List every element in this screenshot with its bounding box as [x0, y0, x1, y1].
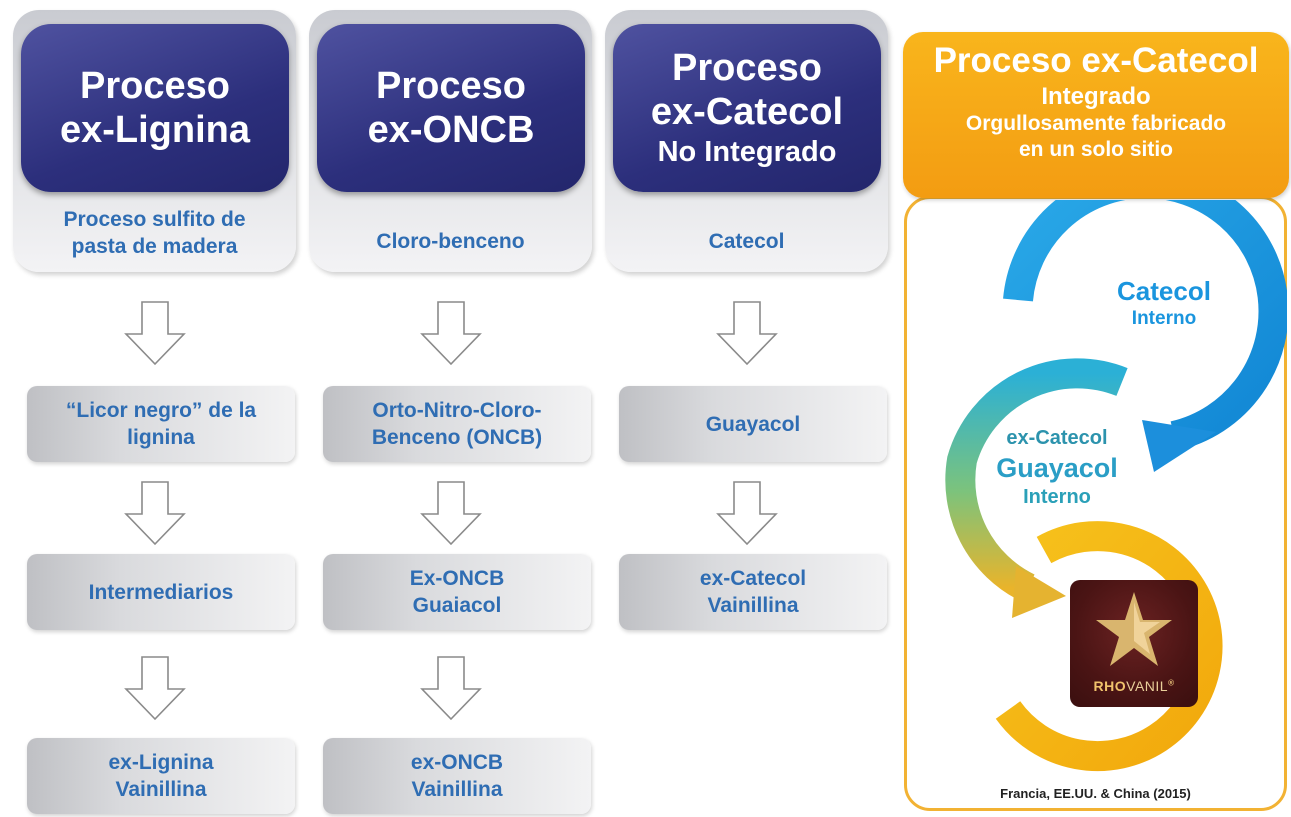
- integrated-subtitle: Integrado: [1041, 83, 1151, 110]
- step-line: Ex-ONCB: [409, 567, 505, 590]
- step-box: Ex-ONCB Guaiacol: [323, 554, 591, 630]
- title-line: Proceso: [376, 65, 526, 107]
- step-line: lignina: [127, 426, 195, 449]
- process-header: Proceso ex-ONCB: [317, 24, 585, 192]
- integrated-header: Proceso ex-Catecol Integrado Orgullosame…: [903, 32, 1289, 198]
- process-header: Proceso ex-Lignina: [21, 24, 289, 192]
- step-box: ex-ONCB Vainillina: [323, 738, 591, 814]
- down-arrow-icon: [420, 300, 482, 366]
- title-line: ex-Catecol: [650, 91, 844, 133]
- step-line: ex-Catecol: [699, 567, 807, 590]
- cycle-diagram: [945, 200, 1287, 772]
- down-arrow-icon: [420, 480, 482, 546]
- process-card: Proceso ex-Lignina Proceso sulfito de pa…: [13, 10, 296, 272]
- step-box: Guayacol: [619, 386, 887, 462]
- column-ex-catecol-no-integrado: Proceso ex-Catecol No Integrado Catecol …: [605, 0, 888, 817]
- title-line: Proceso: [80, 65, 230, 107]
- title-line: No Integrado: [657, 136, 837, 168]
- step-line: Guayacol: [705, 412, 801, 436]
- step-line: Vainillina: [411, 778, 503, 801]
- step-line: Vainillina: [707, 594, 799, 617]
- cycle-arrow-icon: [945, 358, 1128, 602]
- cycle-arrow-icon: [995, 521, 1223, 772]
- integrated-tagline: en un solo sitio: [1018, 138, 1173, 161]
- label-line: ex-Catecol: [1006, 427, 1108, 449]
- step-line: “Licor negro” de la: [65, 399, 257, 422]
- down-arrow-icon: [716, 480, 778, 546]
- logo-text: RHOVANIL®: [1070, 678, 1198, 694]
- registered-mark: ®: [1168, 678, 1175, 688]
- step-line: Intermediarios: [88, 580, 234, 604]
- logo-text-light: VANIL: [1126, 678, 1169, 694]
- step-line: Vainillina: [115, 778, 207, 801]
- cycle-arrow-icon: [1142, 420, 1216, 472]
- column-ex-lignina: Proceso ex-Lignina Proceso sulfito de pa…: [13, 0, 296, 817]
- integrated-title: Proceso ex-Catecol: [933, 41, 1259, 80]
- integrated-tagline: Orgullosamente fabricado: [965, 112, 1227, 135]
- down-arrow-icon: [124, 480, 186, 546]
- step-line: Guaiacol: [412, 594, 502, 617]
- rhovanil-logo: RHOVANIL®: [1070, 580, 1198, 707]
- down-arrow-icon: [124, 655, 186, 721]
- label-line: Interno: [1023, 486, 1091, 508]
- title-line: ex-Lignina: [59, 109, 251, 151]
- catecol-label: Catecol Interno: [1094, 276, 1234, 332]
- down-arrow-icon: [716, 300, 778, 366]
- label-line: Interno: [1131, 308, 1197, 329]
- cycle-arrow-icon: [1003, 200, 1287, 451]
- process-subtitle: Catecol: [605, 228, 888, 255]
- subtitle-line: pasta de madera: [71, 235, 238, 258]
- process-card: Proceso ex-ONCB Cloro-benceno: [309, 10, 592, 272]
- step-box: Intermediarios: [27, 554, 295, 630]
- subtitle-line: Catecol: [708, 230, 785, 253]
- cycle-arrow-icon: [1012, 566, 1066, 618]
- step-line: ex-ONCB: [410, 751, 504, 774]
- label-line: Catecol: [1117, 276, 1211, 306]
- process-header: Proceso ex-Catecol No Integrado: [613, 24, 881, 192]
- step-box: “Licor negro” de la lignina: [27, 386, 295, 462]
- title-line: Proceso: [672, 47, 822, 89]
- logo-text-bold: RHO: [1093, 678, 1127, 694]
- step-line: ex-Lignina: [108, 751, 214, 774]
- process-subtitle: Proceso sulfito de pasta de madera: [13, 206, 296, 260]
- footer-note: Francia, EE.UU. & China (2015): [1000, 786, 1191, 801]
- step-line: Orto-Nitro-Cloro-: [372, 399, 542, 422]
- column-ex-oncb: Proceso ex-ONCB Cloro-benceno Orto-Nitro…: [309, 0, 592, 817]
- guayacol-label: ex-Catecol Guayacol Interno: [982, 424, 1132, 510]
- subtitle-line: Proceso sulfito de: [63, 208, 246, 231]
- process-subtitle: Cloro-benceno: [309, 228, 592, 255]
- label-line: Guayacol: [996, 453, 1118, 483]
- step-line: Benceno (ONCB): [371, 426, 543, 449]
- process-card: Proceso ex-Catecol No Integrado Catecol: [605, 10, 888, 272]
- step-box: Orto-Nitro-Cloro- Benceno (ONCB): [323, 386, 591, 462]
- title-line: ex-ONCB: [367, 109, 535, 151]
- down-arrow-icon: [124, 300, 186, 366]
- star-logo-icon: [1096, 592, 1172, 666]
- down-arrow-icon: [420, 655, 482, 721]
- subtitle-line: Cloro-benceno: [376, 230, 525, 253]
